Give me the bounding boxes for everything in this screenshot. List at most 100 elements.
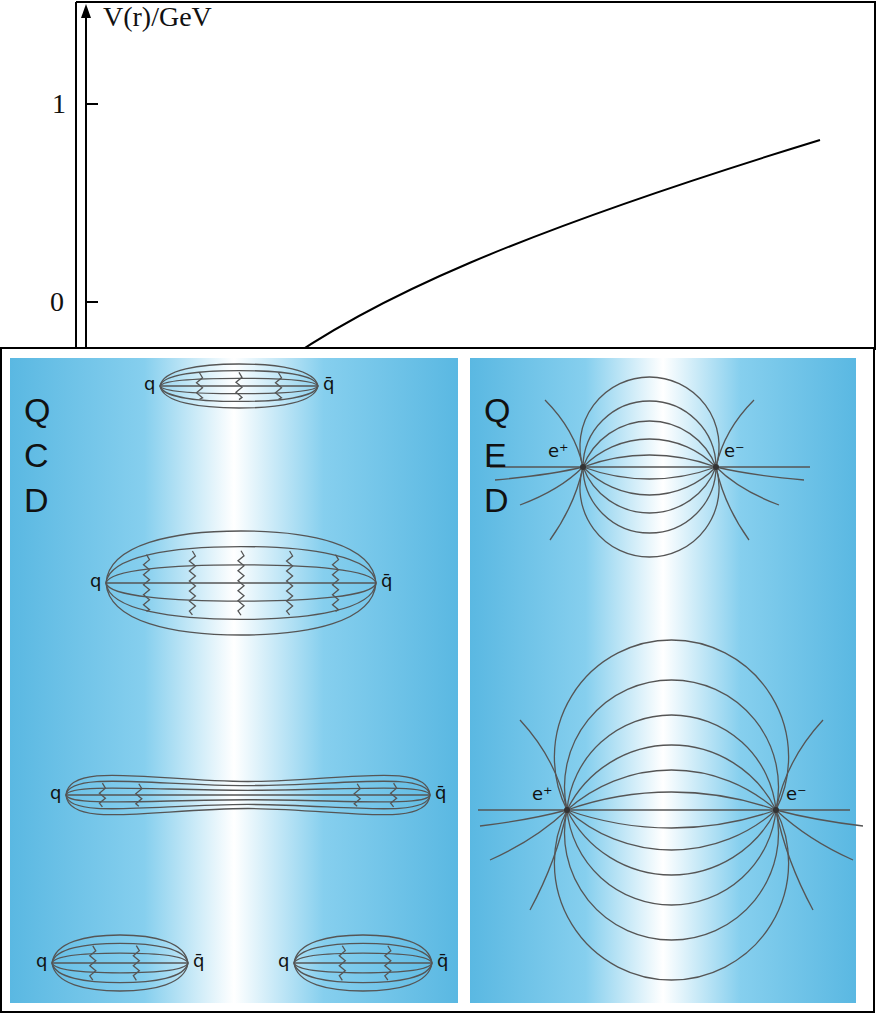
flux-line (66, 795, 430, 802)
field-line (567, 770, 776, 810)
flux-line (160, 371, 318, 386)
flux-line (294, 935, 432, 963)
field-line (776, 810, 813, 910)
field-line (716, 467, 749, 540)
field-line (583, 467, 716, 513)
gluon-wiggle (276, 373, 282, 399)
gluon-wiggle (189, 551, 195, 615)
gluon-wiggle (90, 946, 96, 980)
gluon-wiggle (133, 946, 139, 981)
flux-line (52, 963, 188, 983)
flux-line (106, 583, 376, 635)
point-charge (713, 464, 719, 470)
field-line (583, 455, 716, 467)
flux-line (106, 531, 376, 583)
antiquark-label: q̄ (193, 950, 204, 972)
charge-label: e⁺ (532, 783, 553, 805)
theory-panel: Q C D (10, 358, 458, 1003)
panel-title: Q C D (24, 388, 61, 523)
gluon-wiggle (144, 555, 150, 612)
point-charge (564, 807, 570, 813)
antiquark-label: q̄ (323, 373, 334, 395)
gluon-wiggle (236, 372, 242, 399)
field-line (776, 810, 853, 860)
charge-label: e⁺ (548, 440, 569, 462)
field-line (478, 809, 850, 810)
flux-line (66, 781, 430, 795)
field-line (520, 467, 583, 505)
field-line (716, 467, 779, 505)
flux-line (294, 943, 432, 963)
field-line (716, 467, 804, 480)
gluon-wiggle (339, 946, 345, 981)
theory-panel: Q E D (470, 358, 856, 1003)
panel-title: Q E D (484, 388, 521, 523)
flux-line (294, 963, 432, 991)
charge-label: e⁻ (724, 440, 745, 462)
quark-label: q (50, 782, 61, 804)
flux-line (52, 963, 188, 973)
field-line (583, 439, 716, 467)
flux-line (294, 963, 432, 973)
y-axis (85, 14, 87, 360)
plot-frame-right (874, 2, 876, 350)
point-charge (580, 464, 586, 470)
flux-line (294, 962, 432, 963)
field-line (545, 400, 583, 467)
charge-label: e⁻ (786, 783, 807, 805)
flux-line (52, 943, 188, 963)
quark-label: q (90, 570, 101, 592)
qcd-flux-tubes (52, 364, 432, 991)
field-line (567, 745, 776, 810)
gluon-wiggle (238, 551, 244, 615)
field-line (583, 467, 716, 495)
flux-line (160, 386, 318, 394)
flux-line (66, 795, 430, 809)
plot-frame-left (75, 2, 77, 350)
flux-line (66, 775, 430, 795)
quark-label: q (36, 950, 47, 972)
flux-line (52, 935, 188, 963)
field-line (567, 810, 776, 850)
field-line (530, 810, 567, 910)
antiquark-label: q̄ (435, 782, 446, 804)
field-line (554, 640, 788, 810)
field-line (580, 377, 719, 467)
point-charge (773, 807, 779, 813)
quark-label: q (278, 950, 289, 972)
field-line (583, 467, 716, 533)
antiquark-label: q̄ (437, 950, 448, 972)
gluon-wiggle (136, 784, 142, 807)
flux-line (66, 794, 430, 795)
field-line (550, 467, 583, 540)
gluon-wiggle (333, 555, 339, 612)
quark-label: q (144, 373, 155, 395)
field-line (583, 467, 716, 479)
field-line (554, 810, 788, 980)
field-line (567, 810, 776, 905)
field-line (776, 810, 863, 826)
potential-curve (270, 140, 820, 372)
field-line (495, 467, 583, 480)
y-axis-arrowhead (81, 4, 91, 18)
flux-line (294, 963, 432, 983)
qed-dipole-fields (478, 377, 863, 980)
tick-label: 0 (50, 285, 64, 319)
flux-line (66, 788, 430, 795)
field-line (567, 810, 776, 828)
flux-line (294, 953, 432, 963)
field-line (580, 467, 719, 557)
field-line (490, 466, 810, 467)
gluon-wiggle (354, 784, 360, 807)
field-line (567, 792, 776, 810)
flux-line (160, 378, 318, 386)
gluon-wiggle (385, 946, 391, 980)
field-line (520, 720, 567, 810)
flux-line (52, 953, 188, 963)
flux-line (160, 386, 318, 401)
flux-line (106, 582, 376, 583)
gluon-wiggle (391, 783, 397, 807)
gluon-wiggle (197, 373, 203, 399)
tick-zero (86, 301, 98, 303)
axis-title: V(r)/GeV (103, 0, 212, 34)
